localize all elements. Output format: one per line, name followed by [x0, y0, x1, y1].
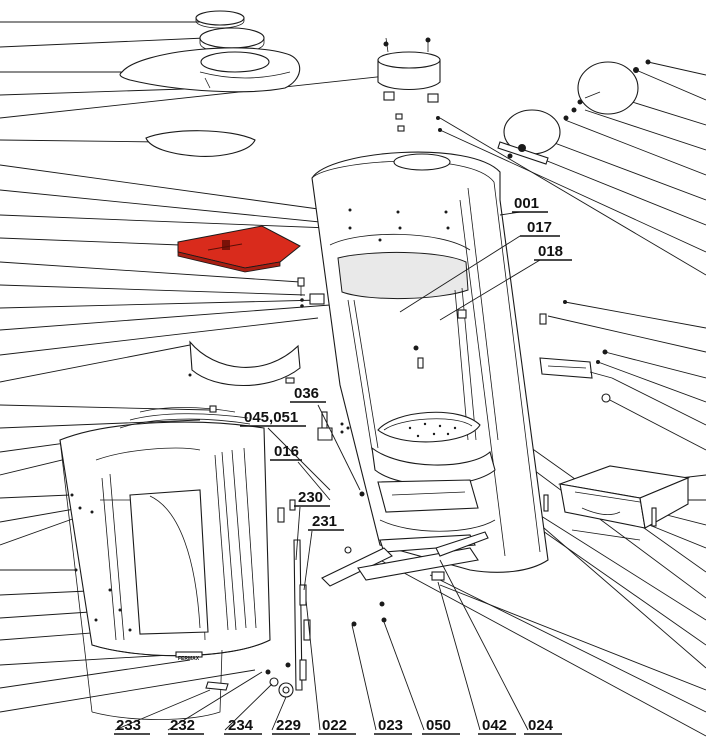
label-050: 050 — [426, 717, 451, 734]
stove-body — [311, 151, 549, 573]
label-229: 229 — [276, 717, 301, 734]
label-234: 234 — [228, 717, 254, 734]
label-042: 042 — [482, 717, 507, 734]
center-leader-lines — [114, 211, 541, 731]
label-018: 018 — [538, 243, 563, 260]
curved-deflector-shield — [189, 340, 301, 387]
right-small-fittings — [539, 300, 613, 403]
damper-handle-assembly — [497, 109, 561, 165]
door-brand-badge: FERMAX — [178, 656, 200, 662]
label-017: 017 — [527, 219, 552, 236]
ash-drawer — [557, 465, 691, 541]
label-016: 016 — [274, 443, 299, 460]
air-control-disc — [563, 59, 651, 121]
part-labels: 001 017 018 036 045,051 016 230 231 233 … — [114, 195, 572, 735]
crescent-top-plate — [145, 130, 256, 157]
door-hinge-hardware — [265, 411, 365, 698]
label-024: 024 — [528, 717, 554, 734]
label-022: 022 — [322, 717, 347, 734]
label-001: 001 — [514, 195, 539, 212]
highlighted-baffle-plate — [177, 225, 301, 273]
plinth-rails — [321, 531, 489, 627]
label-023: 023 — [378, 717, 403, 734]
label-233: 233 — [116, 717, 141, 734]
label-045-051: 045,051 — [244, 409, 298, 426]
label-231: 231 — [312, 513, 337, 530]
label-230: 230 — [298, 489, 323, 506]
label-036: 036 — [294, 385, 319, 402]
top-lid-assembly — [119, 10, 301, 93]
front-door-frame — [59, 405, 271, 720]
label-232: 232 — [170, 717, 195, 734]
flue-collar — [377, 37, 442, 132]
